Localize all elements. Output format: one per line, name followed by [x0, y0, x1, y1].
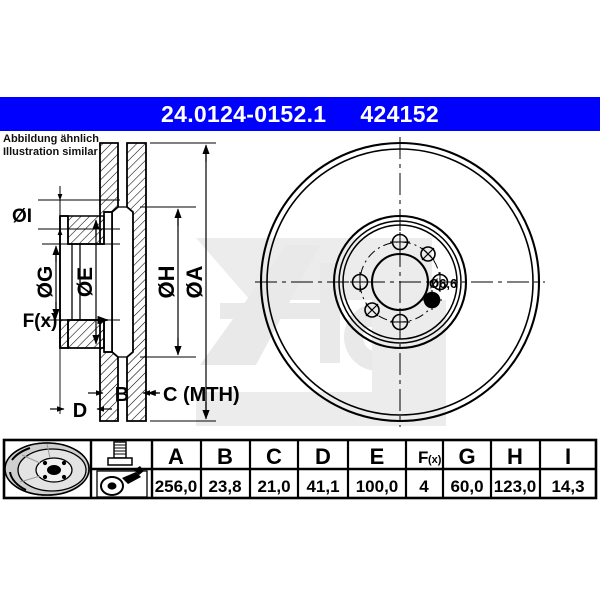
- hub-flange-outer: [332, 214, 468, 350]
- bolt-hole: [430, 272, 450, 292]
- brake-disc-icon: [4, 442, 90, 496]
- table-header-E: E: [370, 444, 385, 469]
- table-value-D: 41,1: [306, 477, 339, 496]
- illustration-note-en: Illustration similar: [3, 146, 98, 158]
- table-value-G: 60,0: [450, 477, 483, 496]
- table-value-Fx: 4: [419, 477, 429, 496]
- table-value-H: 123,0: [494, 477, 537, 496]
- locating-hole: [364, 302, 380, 318]
- table-header-C: C: [266, 444, 282, 469]
- threaded-hole: [422, 290, 442, 310]
- hole-diameter-label: Ø6,6: [429, 276, 457, 291]
- bolt-hole: [390, 312, 410, 332]
- illustration-note: Abbildung ähnlich Illustration similar: [3, 133, 99, 159]
- table-value-I: 14,3: [551, 477, 584, 496]
- dimension-D: [50, 348, 112, 421]
- table-header-I: I: [565, 444, 571, 469]
- table-value-A: 256,0: [155, 477, 198, 496]
- section-profile: [59, 142, 147, 422]
- table-value-B: 23,8: [208, 477, 241, 496]
- disc-outer-edge: [259, 141, 541, 423]
- illustration-note-de: Abbildung ähnlich: [3, 133, 99, 145]
- table-header-B: B: [217, 444, 233, 469]
- reference-number: 424152: [360, 100, 439, 127]
- bolt-hole: [350, 272, 370, 292]
- dimension-label-H: ØH: [154, 266, 179, 299]
- dimension-I: [38, 186, 120, 243]
- dimension-label-I: ØI: [12, 206, 32, 227]
- table-header-H: H: [507, 444, 523, 469]
- table-header-D: D: [315, 444, 331, 469]
- front-view-disc: [255, 137, 545, 427]
- part-number: 24.0124-0152.1: [161, 100, 327, 127]
- header-bar: 24.0124-0152.1 424152: [0, 97, 600, 131]
- hub-flange-inner: [338, 220, 462, 344]
- table-header-G: G: [458, 444, 475, 469]
- table-value-E: 100,0: [356, 477, 399, 496]
- bolt-icon: [107, 441, 133, 466]
- dimension-A: [150, 142, 216, 422]
- dimension-label-Fx: F(x): [23, 311, 58, 332]
- table-header-A: A: [168, 444, 184, 469]
- dimension-label-B: B: [115, 384, 129, 406]
- table-value-C: 21,0: [257, 477, 290, 496]
- center-bore: [370, 252, 430, 312]
- dimension-label-D: D: [73, 400, 87, 422]
- bolt-hole: [390, 232, 410, 252]
- dimension-label-A: ØA: [182, 265, 207, 298]
- locating-hole: [420, 246, 436, 262]
- dimension-label-C: C (MTH): [163, 384, 240, 406]
- bolt-and-tool-icon: [96, 466, 148, 498]
- disc-friction-edge: [266, 148, 534, 416]
- table-header-Fx-sub: (x): [428, 454, 442, 466]
- center-lines: [255, 137, 545, 427]
- dimension-H: [140, 206, 196, 358]
- dimension-E: [92, 219, 100, 345]
- dimension-label-G: ØG: [34, 266, 57, 299]
- dimension-label-E: ØE: [74, 267, 97, 297]
- table-header-Fx: F: [418, 448, 428, 467]
- hub-flange-inner2: [342, 224, 458, 340]
